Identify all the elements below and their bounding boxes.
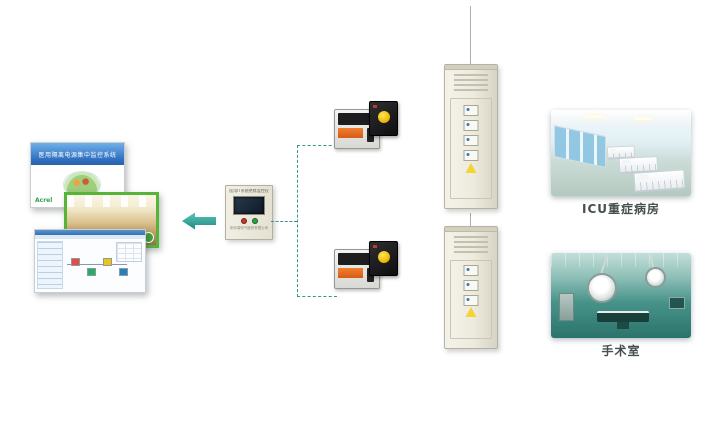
scada-block-yellow xyxy=(103,258,112,266)
scada-device-list xyxy=(37,241,63,289)
room-label-operating-room: 手术室 xyxy=(601,344,641,358)
brand-logo: Acrel xyxy=(35,197,53,204)
power-meter-bottom xyxy=(369,241,398,276)
indicator-module xyxy=(463,120,479,131)
controller-title: 医用IT系统绝缘监控仪 xyxy=(229,189,269,193)
indicator-module xyxy=(463,295,479,306)
monitor-scada-screen xyxy=(34,229,146,293)
icu-ward-photo xyxy=(551,110,691,196)
indicator-module xyxy=(463,135,479,146)
flow-arrow-left-icon xyxy=(182,212,216,230)
surgical-lamp-icon xyxy=(645,267,666,288)
power-feed-line-top xyxy=(470,6,471,64)
controller-buttons xyxy=(226,217,272,224)
indicator-module xyxy=(463,105,479,116)
power-feed-line-bottom xyxy=(470,213,471,226)
icu-ceiling xyxy=(551,110,691,126)
cabinet-top-cap xyxy=(445,227,497,232)
scada-menubar xyxy=(35,235,145,239)
cabinet-door xyxy=(450,260,492,339)
indicator-module xyxy=(463,150,479,161)
scada-data-table xyxy=(116,242,142,262)
icu-windows xyxy=(554,125,606,169)
power-meter-top xyxy=(369,101,398,136)
warning-triangle-icon xyxy=(465,163,477,173)
controller-footer: 安科瑞电气股份有限公司 xyxy=(229,225,269,230)
dashed-connector-bottom-branch xyxy=(297,296,337,297)
operating-room-photo xyxy=(551,253,691,338)
indicator-module xyxy=(463,280,479,291)
green-button xyxy=(251,217,258,224)
dashed-connector-trunk xyxy=(297,145,298,297)
operating-table-base xyxy=(617,320,629,329)
scada-titlebar xyxy=(35,230,145,235)
ceiling-light xyxy=(635,117,651,120)
distribution-cabinet-top xyxy=(444,64,498,209)
red-button xyxy=(240,217,247,224)
operating-table xyxy=(597,311,649,322)
cabinet-vents xyxy=(454,74,488,94)
dashed-connector-controller xyxy=(271,221,297,222)
scada-block-red xyxy=(71,258,80,266)
scada-block-green xyxy=(87,268,96,276)
hospital-bed xyxy=(633,169,686,193)
splash-title: 医用隔离电源集中监控系统 xyxy=(38,152,117,159)
cabinet-vents xyxy=(454,236,488,256)
wall-controller-panel: 医用IT系统绝缘监控仪 安科瑞电气股份有限公司 xyxy=(225,185,273,240)
site-ceiling-lights xyxy=(67,195,156,207)
monitor-equipment xyxy=(669,297,685,309)
cabinet-indicator-modules xyxy=(463,265,479,306)
medical-equipment xyxy=(559,293,574,321)
splash-header-band xyxy=(31,143,124,165)
surgical-lamp-icon xyxy=(587,273,617,303)
scada-block-blue xyxy=(119,268,128,276)
ceiling-light xyxy=(585,115,603,118)
cabinet-top-cap xyxy=(445,65,497,70)
cabinet-indicator-modules xyxy=(463,105,479,161)
warning-triangle-icon xyxy=(465,307,477,317)
distribution-cabinet-bottom xyxy=(444,226,498,349)
cabinet-door xyxy=(450,98,492,199)
room-label-icu: ICU重症病房 xyxy=(581,202,661,216)
scada-bus-line xyxy=(67,264,127,265)
dashed-connector-top-branch xyxy=(297,145,337,146)
controller-screen xyxy=(233,195,265,215)
indicator-module xyxy=(463,265,479,276)
or-ceiling xyxy=(551,253,691,267)
